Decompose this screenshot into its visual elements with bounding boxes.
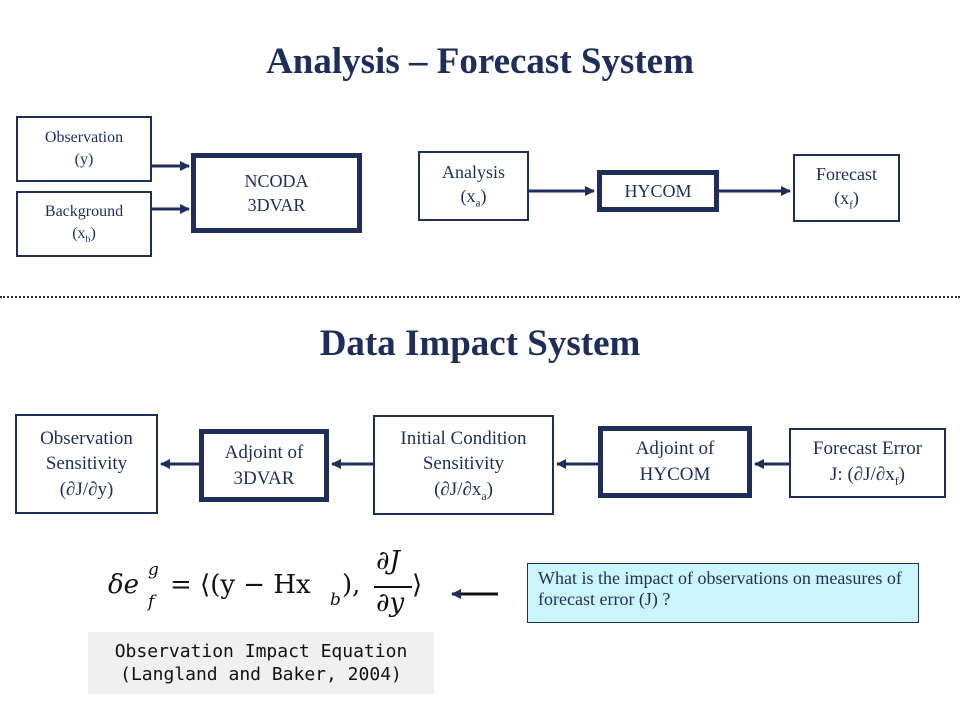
analysis-var: (xa): [461, 184, 487, 212]
adjoint-3dvar-line1: Adjoint of: [224, 441, 304, 463]
ic-sensitivity-box: Initial Condition Sensitivity (∂J/∂xa): [373, 415, 554, 515]
ic-sensitivity-var-sub: a: [481, 489, 487, 503]
forecast-var-close: ): [852, 188, 859, 209]
background-box: Background (xb): [16, 191, 152, 257]
caption-line2: (Langland and Baker, 2004): [120, 664, 402, 685]
background-var-close: ): [90, 225, 96, 242]
analysis-var-close: ): [480, 186, 487, 207]
ncoda-line1: NCODA: [244, 170, 309, 191]
ic-sensitivity-var-open: (∂J/∂x: [434, 478, 482, 500]
observation-var: (y): [74, 151, 94, 168]
adjoint-3dvar-line2: 3DVAR: [233, 467, 295, 489]
forecast-error-var-sub: f: [894, 474, 899, 488]
ncoda-box: NCODA 3DVAR: [191, 153, 362, 233]
background-label: Background: [44, 203, 124, 221]
caption-line1: Observation Impact Equation: [114, 640, 408, 662]
forecast-error-line1: Forecast Error: [812, 438, 923, 460]
analysis-box: Analysis (xa): [418, 151, 529, 221]
forecast-var: (xf): [834, 186, 859, 214]
observation-box: Observation (y): [16, 116, 152, 182]
obs-sensitivity-var: (∂J/∂y): [59, 478, 114, 500]
ic-sensitivity-line2: Sensitivity: [422, 453, 505, 475]
eq-frac-num: ∂J: [376, 546, 400, 576]
observation-label: Observation: [44, 129, 124, 147]
eq-close-angle: ⟩: [412, 570, 423, 600]
forecast-error-var-open: J: (∂J/∂x: [830, 463, 895, 485]
top-title: Analysis – Forecast System: [266, 41, 694, 82]
adjoint-hycom-line1: Adjoint of: [635, 438, 715, 460]
obs-sensitivity-line1: Observation: [40, 427, 133, 449]
adjoint-3dvar-box: Adjoint of 3DVAR: [199, 429, 329, 502]
ic-sensitivity-var-close: ): [486, 478, 493, 500]
forecast-var-open: (x: [834, 188, 850, 209]
analysis-label: Analysis: [442, 162, 505, 183]
forecast-label: Forecast: [816, 164, 877, 185]
background-var: (xb): [72, 223, 96, 247]
adjoint-hycom-box: Adjoint of HYCOM: [598, 426, 752, 498]
eq-fraction-bar: [374, 586, 412, 588]
forecast-error-box: Forecast Error J: (∂J/∂xf): [789, 428, 946, 498]
forecast-var-sub: f: [849, 199, 853, 212]
background-var-sub: b: [85, 234, 91, 246]
dotted-separator: [0, 296, 960, 298]
ic-sensitivity-var: (∂J/∂xa): [434, 477, 493, 505]
background-var-open: (x: [72, 225, 86, 242]
hycom-box: HYCOM: [597, 170, 719, 212]
obs-sensitivity-line2: Sensitivity: [45, 453, 128, 475]
question-box: What is the impact of observations on me…: [527, 563, 919, 623]
impact-equation: δe g f = ⟨(y − Hx b ), ∂J ∂y ⟩: [108, 546, 428, 624]
eq-frac-den: ∂y: [376, 588, 405, 618]
bottom-title: Data Impact System: [319, 323, 641, 364]
ic-sensitivity-line1: Initial Condition: [400, 427, 527, 449]
forecast-error-var-close: ): [898, 463, 905, 485]
forecast-box: Forecast (xf): [793, 154, 900, 222]
eq-x-sub: b: [330, 590, 341, 610]
eq-middle: = ⟨(y − Hx: [170, 570, 311, 600]
hycom-label: HYCOM: [624, 180, 692, 201]
analysis-var-open: (x: [460, 186, 476, 207]
ncoda-line2: 3DVAR: [247, 195, 306, 215]
eq-lhs-sup: g: [148, 560, 159, 580]
adjoint-hycom-line2: HYCOM: [639, 464, 711, 485]
obs-sensitivity-box: Observation Sensitivity (∂J/∂y): [15, 414, 158, 514]
forecast-error-var: J: (∂J/∂xf): [830, 462, 905, 490]
eq-close-paren: ),: [342, 570, 361, 600]
eq-lhs: δe: [108, 570, 140, 600]
equation-caption: Observation Impact Equation (Langland an…: [88, 632, 434, 694]
analysis-var-sub: a: [475, 197, 481, 210]
eq-lhs-sub: f: [148, 592, 155, 612]
